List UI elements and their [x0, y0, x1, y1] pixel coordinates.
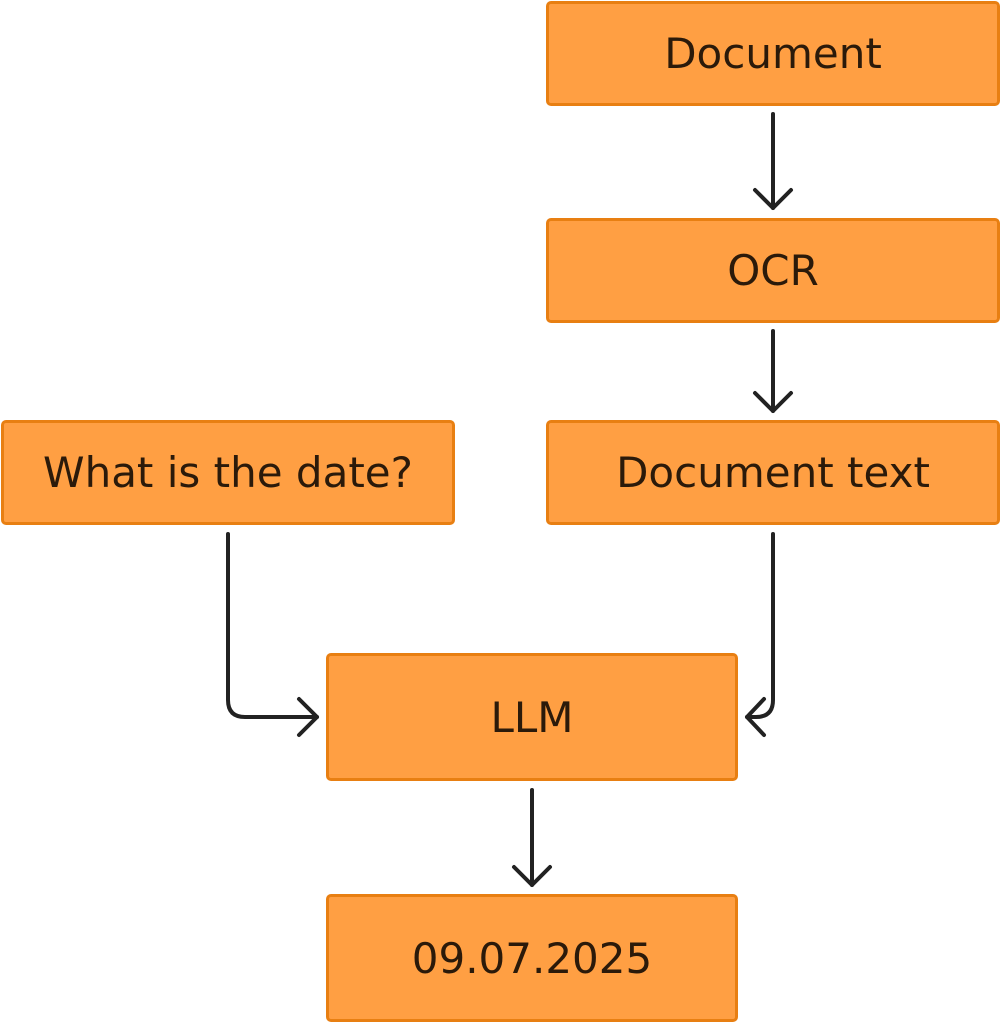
document-node: Document	[546, 1, 1000, 106]
llm-node-label: LLM	[490, 692, 574, 742]
arrow-ocr-to-document-text	[753, 329, 793, 413]
question-node: What is the date?	[1, 420, 455, 525]
question-node-label: What is the date?	[43, 448, 413, 497]
ocr-node: OCR	[546, 218, 1000, 323]
llm-node: LLM	[326, 653, 738, 781]
document-node-label: Document	[664, 29, 882, 78]
arrow-document-to-ocr	[753, 112, 793, 210]
answer-node: 09.07.2025	[326, 894, 738, 1022]
document-text-node-label: Document text	[616, 448, 930, 497]
document-text-node: Document text	[546, 420, 1000, 525]
arrow-llm-to-answer	[512, 788, 552, 887]
arrow-question-to-llm	[226, 532, 319, 737]
answer-node-label: 09.07.2025	[411, 933, 653, 983]
ocr-node-label: OCR	[727, 246, 819, 295]
arrow-document-text-to-llm	[745, 532, 775, 737]
